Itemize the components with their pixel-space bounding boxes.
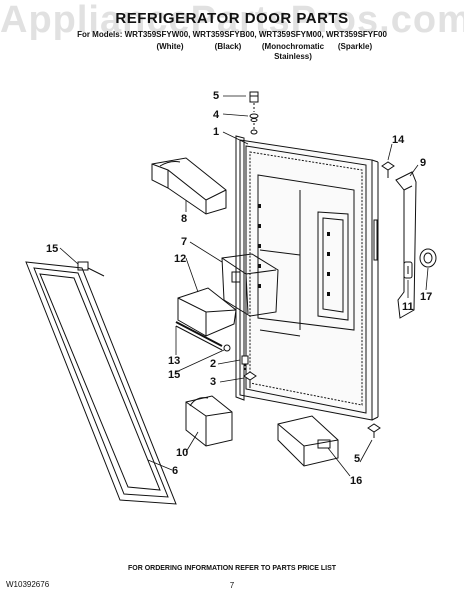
part-8-upper-bin bbox=[151, 157, 227, 215]
callout-5-top: 5 bbox=[213, 90, 219, 102]
part-6-gasket bbox=[25, 261, 177, 505]
part-4 bbox=[249, 113, 259, 122]
variant-sparkle: (Sparkle) bbox=[337, 42, 373, 51]
callout-15-bottom: 15 bbox=[168, 369, 180, 381]
part-16-bin bbox=[277, 415, 339, 467]
variant-monochromatic: (Monochromatic Stainless) bbox=[261, 42, 325, 61]
callout-13: 13 bbox=[168, 355, 180, 367]
callout-15-top: 15 bbox=[46, 243, 58, 255]
part-9-handle bbox=[395, 171, 417, 319]
document-number: W10392676 bbox=[6, 580, 50, 589]
callout-9: 9 bbox=[420, 157, 426, 169]
callout-16: 16 bbox=[350, 475, 362, 487]
variant-white: (White) bbox=[156, 42, 184, 51]
part-2-screw bbox=[241, 355, 249, 372]
part-15-screw-top bbox=[77, 261, 105, 277]
part-13-trim bbox=[175, 321, 231, 352]
callout-11: 11 bbox=[402, 301, 414, 313]
callout-17: 17 bbox=[420, 291, 432, 303]
watermark: AppliancePartsPros.com bbox=[0, 0, 464, 41]
part-12-cover bbox=[177, 287, 237, 337]
callout-14: 14 bbox=[392, 134, 405, 146]
part-11-spacer bbox=[403, 261, 413, 279]
part-10-lower-bin bbox=[185, 395, 233, 447]
callout-4: 4 bbox=[213, 109, 220, 121]
variant-black: (Black) bbox=[214, 42, 242, 51]
callout-6: 6 bbox=[172, 465, 178, 477]
callout-12: 12 bbox=[174, 253, 186, 265]
callout-10: 10 bbox=[176, 447, 188, 459]
callout-labels: 5 4 1 14 9 8 7 12 15 13 15 2 3 11 17 10 … bbox=[46, 90, 432, 487]
page-number: 7 bbox=[229, 581, 235, 590]
callout-7: 7 bbox=[181, 236, 187, 248]
callout-8: 8 bbox=[181, 213, 187, 225]
part-5-bottom bbox=[367, 423, 381, 438]
part-5-top bbox=[249, 91, 259, 103]
part-14-screw bbox=[381, 161, 395, 178]
ordering-footer: FOR ORDERING INFORMATION REFER TO PARTS … bbox=[127, 565, 337, 572]
models-line: For Models: WRT359SFYW00, WRT359SFYB00, … bbox=[77, 30, 387, 39]
callout-2: 2 bbox=[210, 358, 216, 370]
callout-3: 3 bbox=[210, 376, 216, 388]
callout-5-bottom: 5 bbox=[354, 453, 360, 465]
page-title: REFRIGERATOR DOOR PARTS bbox=[115, 10, 349, 27]
callout-1: 1 bbox=[213, 126, 219, 138]
door-panel bbox=[235, 135, 379, 421]
part-17-plug bbox=[419, 248, 437, 268]
part-3-screw bbox=[243, 371, 257, 388]
